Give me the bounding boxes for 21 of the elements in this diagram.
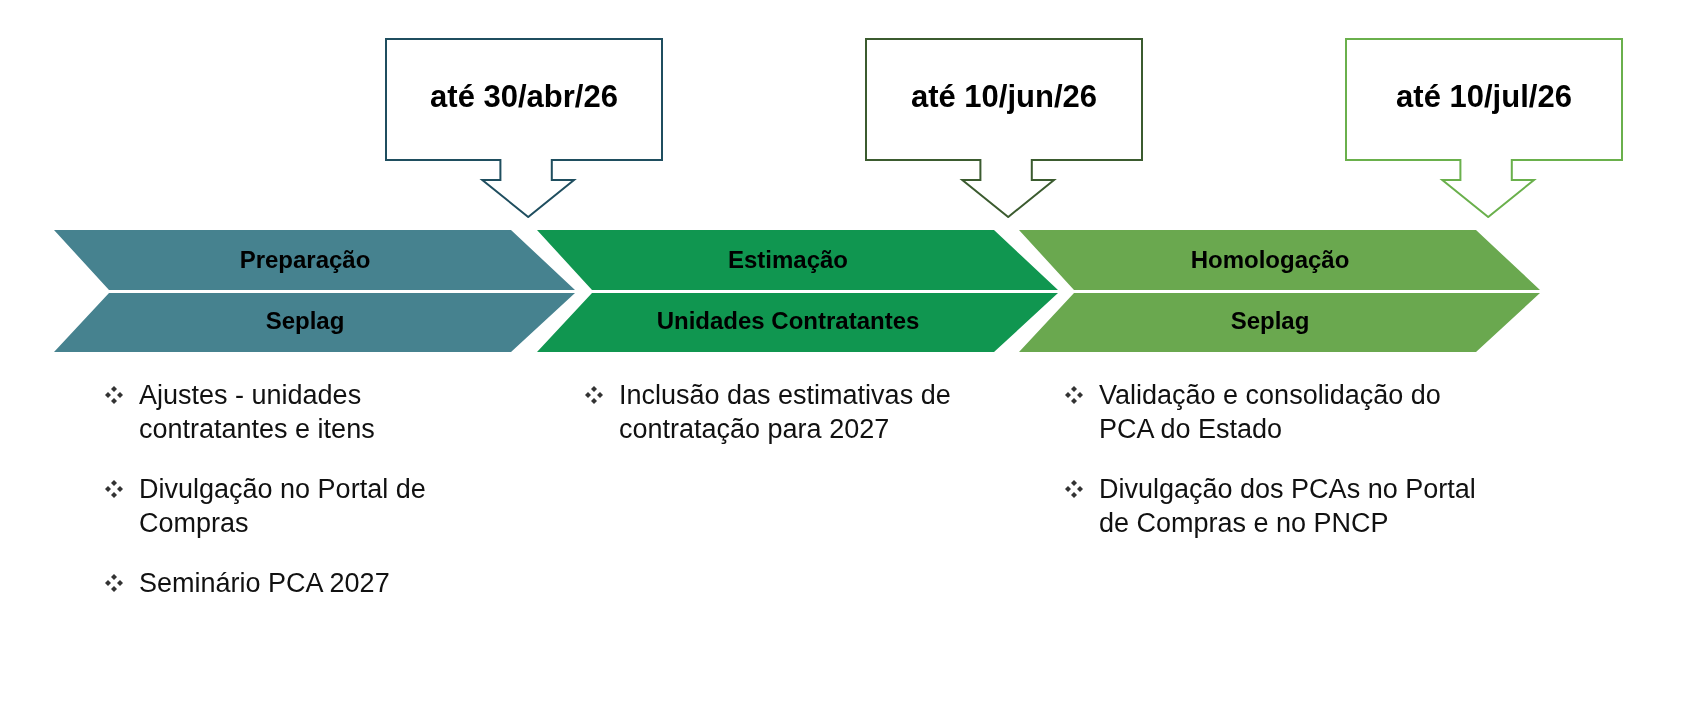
callout-box [865,38,1143,218]
deadline-label: até 30/abr/26 [429,79,619,115]
phase-title: Preparação [238,245,372,274]
phase-title: Estimação [726,245,850,274]
phase-band [537,230,1059,352]
bullet-text: Divulgação no Portal de Compras [139,473,427,540]
bullet-text: Validação e consolidação do PCA do Estado [1099,379,1442,446]
phase-title: Homologação [1189,245,1351,274]
callout-box [385,38,663,218]
responsible-label: Unidades Contratantes [655,306,921,335]
bullet-text: Inclusão das estimativas de contratação para 2027 [619,379,952,446]
bullet-text: Ajustes - unidades contratantes e itens [139,379,376,446]
deadline-label: até 10/jul/26 [1395,79,1573,115]
bullet-text: Seminário PCA 2027 [139,567,390,600]
responsible-label: Seplag [1229,306,1311,335]
phase-band [54,230,576,352]
callout-box [1345,38,1623,218]
responsible-label: Seplag [264,306,346,335]
bullet-text: Divulgação dos PCAs no Portal de Compras e no PNCP [1099,473,1477,540]
phase-band [1019,230,1541,352]
deadline-label: até 10/jun/26 [909,79,1099,115]
